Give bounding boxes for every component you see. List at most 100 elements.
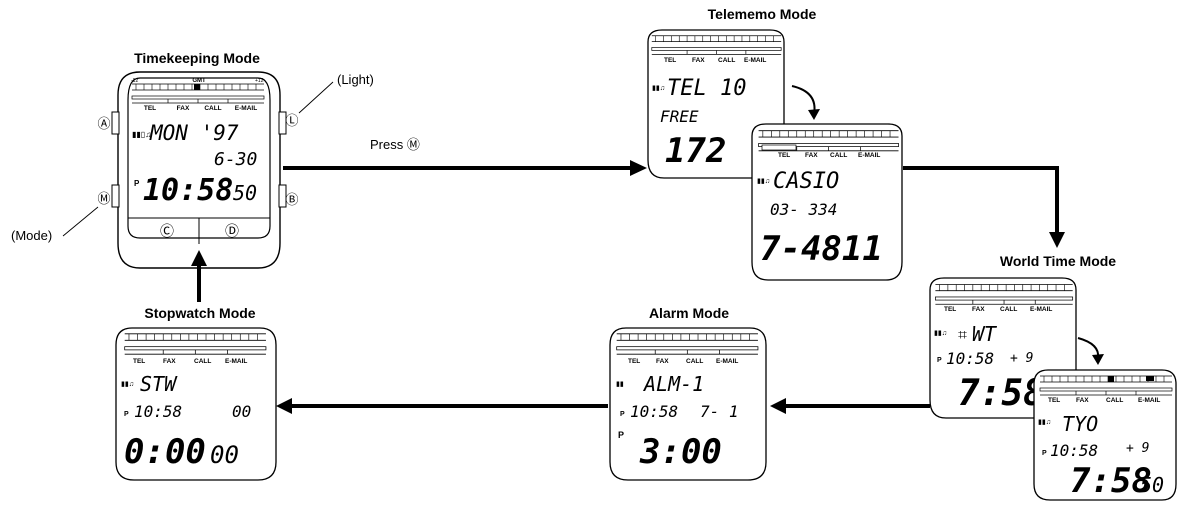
bar-label-tel: TEL bbox=[144, 105, 156, 112]
tk-date-value: 6-30 bbox=[214, 149, 257, 170]
wt1-call: CALL bbox=[1000, 306, 1017, 313]
tm2-line1: CASIO bbox=[773, 169, 839, 194]
sw-count: 00 bbox=[232, 402, 251, 421]
tm1-line1: TEL 10 bbox=[667, 76, 746, 101]
wt1-time: 10:58 bbox=[946, 349, 994, 368]
tm1-fax: FAX bbox=[692, 57, 705, 64]
tk-time: 10:58 bbox=[143, 173, 233, 208]
al-date: 7- 1 bbox=[700, 402, 739, 421]
wt1-offset: + 9 bbox=[1010, 351, 1033, 366]
signal-icon: ▮▮♫ bbox=[121, 381, 134, 388]
al-pm: P bbox=[620, 411, 625, 418]
wt2-call: CALL bbox=[1106, 397, 1123, 404]
bar-label-call: CALL bbox=[204, 105, 221, 112]
tm2-line3: 7-4811 bbox=[760, 229, 883, 269]
button-a-label: Ⓐ bbox=[97, 116, 110, 131]
wt1-tel: TEL bbox=[944, 306, 956, 313]
wt2-tel: TEL bbox=[1048, 397, 1060, 404]
signal-icon: ▮▮♫ bbox=[652, 85, 665, 92]
stopwatch-title: Stopwatch Mode bbox=[144, 305, 255, 321]
button-m-side[interactable] bbox=[111, 184, 120, 208]
sw-email: E-MAIL bbox=[225, 358, 247, 365]
tm2-line2: 03- 334 bbox=[770, 200, 837, 219]
timekeeping-group: Timekeeping Mode -12 GMT +12 TEL FAX CAL… bbox=[11, 50, 374, 269]
stopwatch-group: Stopwatch Mode TEL FAX CALL E-MAIL ▮▮♫ S… bbox=[115, 305, 277, 481]
button-b-label: Ⓑ bbox=[285, 192, 298, 207]
stopwatch-screen bbox=[115, 327, 277, 481]
alarm-title: Alarm Mode bbox=[649, 305, 729, 321]
sw-fax: FAX bbox=[163, 358, 176, 365]
al-tel: TEL bbox=[628, 358, 640, 365]
telememo-title: Telememo Mode bbox=[708, 6, 817, 22]
sw-call: CALL bbox=[194, 358, 211, 365]
gmt-label: GMT bbox=[192, 78, 206, 84]
tk-seconds: 50 bbox=[233, 181, 257, 205]
button-c[interactable]: Ⓒ bbox=[160, 223, 174, 239]
mode-callout: (Mode) bbox=[11, 228, 52, 243]
signal-icon: ▮▮♫ bbox=[757, 178, 770, 185]
wt1-fax: FAX bbox=[972, 306, 985, 313]
wt1-pm: P bbox=[937, 357, 942, 364]
arrow-to-world-time bbox=[903, 166, 1059, 234]
watch-bezel bbox=[127, 77, 271, 239]
gmt-marker bbox=[194, 84, 200, 90]
wt2-seconds: 50 bbox=[1140, 473, 1164, 497]
timekeeping-title: Timekeeping Mode bbox=[134, 50, 260, 66]
signal-icon: ▮▮♫ bbox=[934, 330, 947, 337]
world-time-group: World Time Mode TEL FAX CALL E-MAIL ▮▮♫ … bbox=[929, 253, 1177, 501]
al-call: CALL bbox=[686, 358, 703, 365]
tm1-tel: TEL bbox=[664, 57, 676, 64]
sw-big-seconds: 00 bbox=[210, 441, 239, 469]
tk-pm: P bbox=[134, 179, 140, 188]
al-line1: ALM-1 bbox=[642, 372, 704, 396]
world-time-title: World Time Mode bbox=[1000, 253, 1116, 269]
wt1-line1: WT bbox=[972, 322, 998, 346]
alarm-group: Alarm Mode TEL FAX CALL E-MAIL ▮▮ ALM-1 … bbox=[609, 305, 767, 481]
bar-label-email: E-MAIL bbox=[235, 105, 257, 112]
wt1-email: E-MAIL bbox=[1030, 306, 1052, 313]
gmt-plus-label: +12 bbox=[255, 78, 264, 84]
tm2-fax: FAX bbox=[805, 152, 818, 159]
alarm-screen bbox=[609, 327, 767, 481]
tm1-line2: FREE bbox=[660, 107, 699, 126]
wt2-line1: TYO bbox=[1062, 412, 1098, 436]
button-b-side[interactable] bbox=[278, 184, 287, 208]
tm1-call: CALL bbox=[718, 57, 735, 64]
sw-big-time: 0:00 bbox=[124, 432, 206, 472]
button-m-label: Ⓜ bbox=[97, 191, 110, 206]
telememo-screen-2 bbox=[751, 123, 903, 281]
wt2-big-time: 7:58 bbox=[1070, 461, 1152, 501]
tm1-email: E-MAIL bbox=[744, 57, 766, 64]
al-fax: FAX bbox=[656, 358, 669, 365]
signal-icon: ▮▮ bbox=[616, 381, 624, 388]
tk-date-line: MON '97 bbox=[149, 121, 239, 145]
sw-line1: STW bbox=[140, 372, 178, 396]
button-d[interactable]: Ⓓ bbox=[225, 223, 239, 239]
sw-tel: TEL bbox=[133, 358, 145, 365]
button-a-side[interactable] bbox=[111, 111, 120, 135]
wt2-offset: + 9 bbox=[1126, 441, 1149, 456]
press-mode-label: Press Ⓜ bbox=[370, 137, 420, 152]
al-big-time: 3:00 bbox=[639, 432, 722, 472]
sw-time: 10:58 bbox=[134, 402, 182, 421]
globe-icon: ⌗ bbox=[958, 327, 967, 344]
tm1-line3: 172 bbox=[665, 131, 726, 171]
signal-icon: ▮▮♫ bbox=[1038, 419, 1051, 426]
tm2-tel: TEL bbox=[778, 152, 790, 159]
al-email: E-MAIL bbox=[716, 358, 738, 365]
tm2-call: CALL bbox=[830, 152, 847, 159]
wt2-pm: P bbox=[1042, 450, 1047, 457]
button-l-side[interactable] bbox=[278, 111, 287, 135]
telememo-group: Telememo Mode TEL FAX CALL E-MAIL ▮▮♫ TE… bbox=[647, 6, 903, 281]
al-time: 10:58 bbox=[630, 402, 678, 421]
world-time-screen-2 bbox=[1033, 369, 1177, 501]
al-pm2: P bbox=[618, 430, 624, 440]
wt2-fax: FAX bbox=[1076, 397, 1089, 404]
wt1-big-time: 7:58 bbox=[958, 373, 1045, 414]
wt2-time: 10:58 bbox=[1050, 441, 1098, 460]
bar-label-fax: FAX bbox=[177, 105, 190, 112]
signal-icon: ▮▮▯♫ bbox=[132, 130, 151, 139]
light-callout: (Light) bbox=[337, 72, 374, 87]
wt2-email: E-MAIL bbox=[1138, 397, 1160, 404]
